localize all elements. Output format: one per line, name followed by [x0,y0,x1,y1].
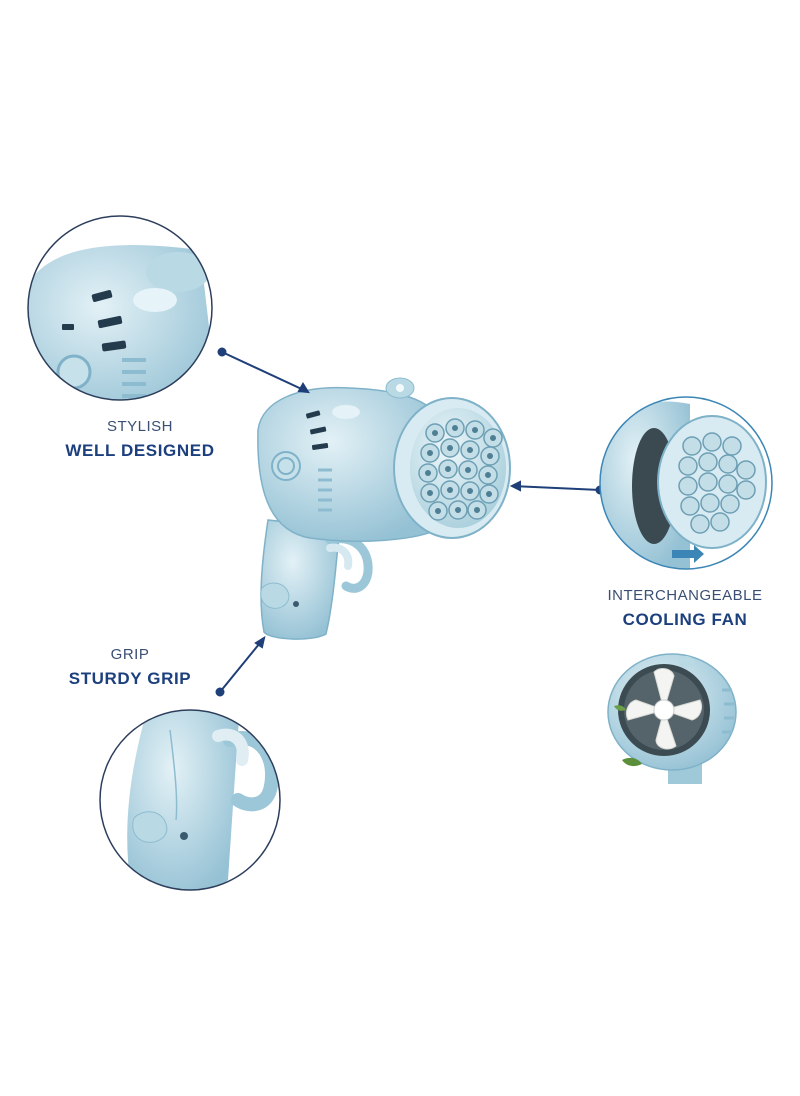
callout-design-title: WELL DESIGNED [65,441,215,460]
main-bubble-gun [257,377,511,640]
zoom-circle-interchangeable [599,396,773,570]
callout-fan: INTERCHANGEABLE COOLING FAN [585,587,785,630]
callout-fan-title: COOLING FAN [622,610,748,629]
connector-lines [215,347,605,697]
callout-design-subtitle: STYLISH [106,418,174,435]
callout-fan-subtitle: INTERCHANGEABLE [607,587,763,604]
callout-grip-subtitle: GRIP [110,646,150,663]
fan-illustration [607,653,737,784]
zoom-circle-grip [99,709,281,891]
zoom-circle-design [27,215,213,401]
callout-design: STYLISH WELL DESIGNED [40,418,240,461]
callout-grip-title: STURDY GRIP [68,669,192,688]
callout-grip: GRIP STURDY GRIP [30,646,230,689]
